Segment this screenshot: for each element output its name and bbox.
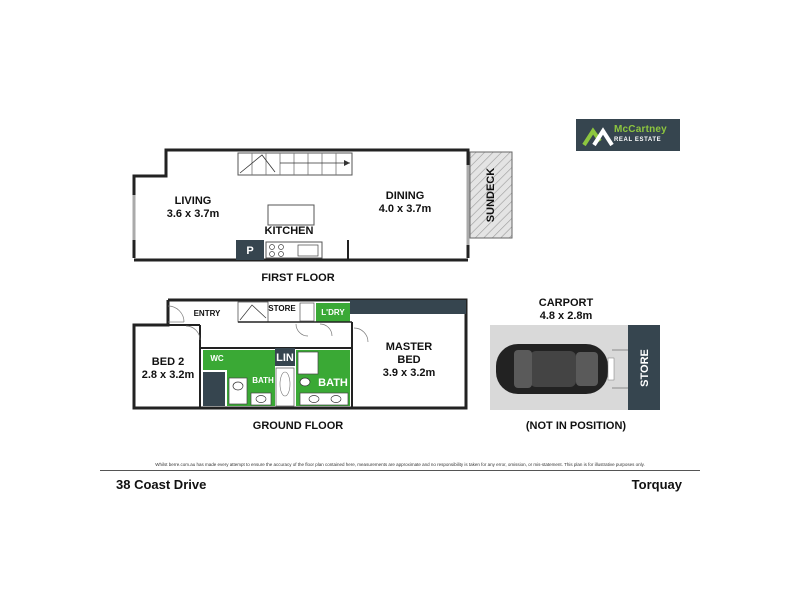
ground-stair: [237, 301, 269, 323]
sundeck-label: SUNDECK: [485, 168, 497, 222]
master-label: MASTER: [386, 341, 433, 353]
laundry: [316, 303, 350, 322]
toilet-icon-3: [299, 377, 311, 387]
master-size: 3.9 x 3.2m: [383, 367, 436, 379]
basin-icon-2: [308, 395, 320, 403]
ground-floor-title: GROUND FLOOR: [253, 420, 343, 432]
footer-divider: [100, 470, 700, 471]
disclaimer: Whilst berre.com.au has made every attem…: [155, 462, 645, 467]
car-icon: [496, 344, 615, 394]
dining-label: DINING: [386, 190, 425, 202]
linen-label: LIN: [276, 352, 294, 364]
shower: [275, 367, 295, 407]
footer-address: 38 Coast Drive: [116, 477, 207, 492]
dining-size: 4.0 x 3.7m: [379, 203, 432, 215]
footer-suburb: Torquay: [631, 477, 682, 492]
kitchen-label: KITCHEN: [265, 225, 314, 237]
living-label: LIVING: [175, 195, 212, 207]
carport-label: CARPORT: [539, 297, 594, 309]
kitchen-island: [267, 204, 315, 226]
brand-logo: [576, 119, 680, 151]
linen-cupboard: [275, 348, 295, 366]
stair: [237, 152, 353, 176]
bath1-label: BATH: [252, 376, 274, 385]
entry-label: ENTRY: [194, 309, 221, 318]
sundeck: [469, 151, 513, 239]
basin-icon: [255, 395, 267, 403]
lobby-fill: [203, 372, 225, 406]
pantry-label: P: [246, 245, 253, 257]
store-label: STORE: [268, 304, 296, 313]
wc-label: WC: [210, 354, 224, 363]
carport-note: (NOT IN POSITION): [526, 420, 627, 432]
logo-mark-icon: [582, 127, 614, 147]
laundry-label: L'DRY: [321, 308, 345, 317]
kitchen-counter: [265, 241, 323, 259]
carport-plan: [490, 325, 660, 410]
living-size: 3.6 x 3.7m: [167, 208, 220, 220]
pantry: [236, 240, 264, 260]
carport-store-label: STORE: [639, 349, 651, 387]
master-label-2: BED: [397, 354, 420, 366]
carport-size: 4.8 x 2.8m: [540, 310, 593, 322]
toilet-icon-2: [232, 381, 244, 391]
first-floor-title: FIRST FLOOR: [261, 272, 334, 284]
wall-fill: [350, 300, 466, 314]
bath2-label: BATH: [318, 377, 348, 389]
sink-icon: [297, 244, 319, 257]
brand-name: McCartney: [614, 124, 667, 135]
basin-icon-3: [330, 395, 342, 403]
bed2-size: 2.8 x 3.2m: [142, 369, 195, 381]
brand-tagline: REAL ESTATE: [614, 137, 662, 143]
cooktop-icon: [269, 244, 284, 257]
carport-store: [628, 325, 660, 410]
first-floor-plan: [132, 148, 513, 262]
bed2-label: BED 2: [152, 356, 184, 368]
ground-floor-plan: [132, 298, 468, 410]
